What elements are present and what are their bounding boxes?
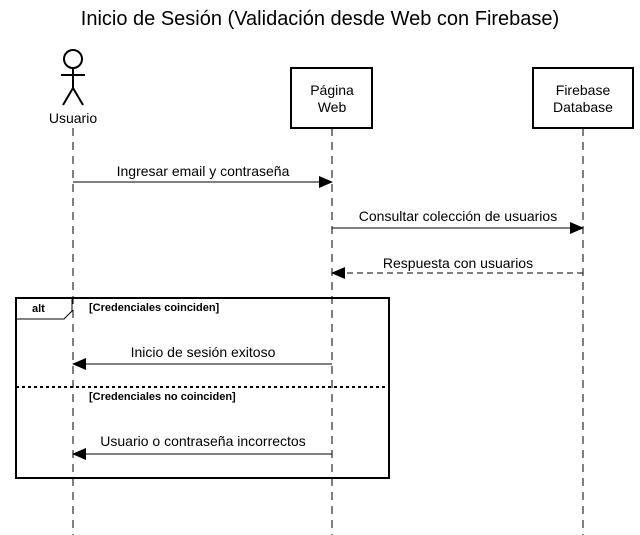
participant-pagina-web: Página Web (290, 67, 373, 129)
message-respuesta-usuarios-label: Respuesta con usuarios (383, 255, 533, 271)
alt-frame-guard-2: [Credenciales no coinciden] (89, 391, 236, 403)
alt-frame: alt [Credenciales coinciden] [Credencial… (15, 297, 390, 479)
message-respuesta-usuarios: Respuesta con usuarios (331, 255, 583, 279)
participant-firebase: Firebase Database (532, 67, 634, 129)
message-consultar-usuarios: Consultar colección de usuarios (332, 208, 584, 234)
message-ingresar-credenciales-label: Ingresar email y contraseña (117, 163, 290, 179)
message-inicio-exitoso-label: Inicio de sesión exitoso (131, 344, 276, 360)
alt-frame-operator-tab (16, 297, 73, 320)
participant-firebase-label-line-1: Firebase (556, 82, 611, 98)
alt-frame-guard-1: [Credenciales coinciden] (89, 302, 220, 314)
participant-pagina-web-box (290, 67, 373, 129)
participant-pagina-web-label-line-1: Página (310, 82, 354, 98)
participant-firebase-label-line-2: Database (553, 99, 613, 115)
actor-usuario: Usuario (49, 49, 97, 126)
message-credenciales-incorrectas-label: Usuario o contraseña incorrectos (100, 433, 305, 449)
participant-firebase-box (532, 67, 634, 129)
message-ingresar-credenciales: Ingresar email y contraseña (73, 163, 333, 188)
message-consultar-usuarios-label: Consultar colección de usuarios (359, 208, 557, 224)
message-inicio-exitoso: Inicio de sesión exitoso (72, 344, 332, 370)
message-credenciales-incorrectas: Usuario o contraseña incorrectos (72, 433, 332, 460)
actor-usuario-label: Usuario (49, 110, 97, 126)
participant-pagina-web-label-line-2: Web (318, 99, 347, 115)
stick-figure-icon (61, 49, 85, 106)
diagram-title: Inicio de Sesión (Validación desde Web c… (81, 8, 559, 30)
alt-frame-operator-label: alt (32, 303, 45, 315)
